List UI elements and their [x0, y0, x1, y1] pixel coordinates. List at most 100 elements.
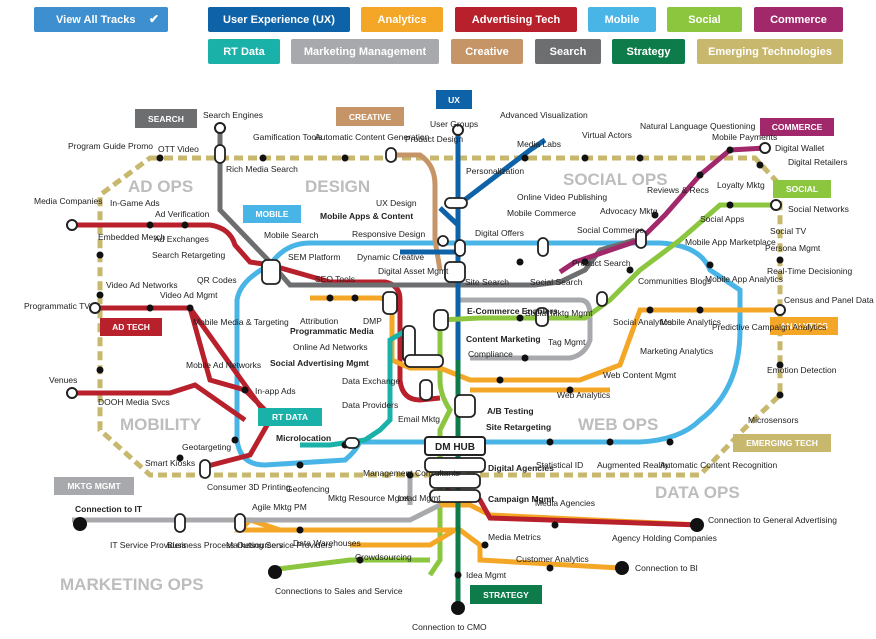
- label-geofencing: Geofencing: [286, 484, 330, 494]
- terminal-social-tv: [770, 199, 782, 211]
- tag-creative: CREATIVE: [349, 112, 392, 122]
- filter-commerce-button[interactable]: Commerce: [754, 7, 843, 32]
- label-geotargeting: Geotargeting: [182, 442, 231, 452]
- filter-mobile-label: Mobile: [604, 13, 640, 26]
- tag-social-box: [773, 180, 831, 198]
- label-digital-retailers: Digital Retailers: [788, 157, 848, 167]
- label-ad-verification: Ad Verification: [155, 209, 210, 219]
- tag-strategy-box: [470, 585, 542, 604]
- terminal-venues: [66, 387, 78, 399]
- label-ab-testing: A/B Testing: [487, 406, 534, 416]
- label-smart-kiosks: Smart Kiosks: [145, 458, 195, 468]
- label-mobile-apps-content: Mobile Apps & Content: [320, 211, 413, 221]
- label-microsensors: Microsensors: [748, 415, 799, 425]
- label-dooh-media-svcs: DOOH Media Svcs: [98, 397, 170, 407]
- label-social-networks: Social Networks: [788, 204, 849, 214]
- filter-advertising-tech-label: Advertising Tech: [471, 13, 561, 26]
- social-line: [427, 202, 775, 577]
- label-email-mktg: Email Mktg: [398, 414, 440, 424]
- label-communities-blogs: Communities Blogs: [638, 276, 711, 286]
- ad-tech-line-branch: [72, 382, 247, 423]
- label-ecommerce-enablers: E-Commerce Enablers: [467, 306, 558, 316]
- view-all-tracks-button[interactable]: View All Tracks ✔: [34, 7, 168, 32]
- filter-ux-button[interactable]: User Experience (UX): [208, 7, 350, 32]
- label-emotion-detection: Emotion Detection: [767, 365, 837, 375]
- zone-ad-ops: AD OPS: [128, 177, 193, 196]
- label-data-warehouses: Data Warehouses: [293, 538, 361, 548]
- tag-emerging-tech: EMERGING TECH: [746, 438, 818, 448]
- filter-creative-button[interactable]: Creative: [451, 39, 523, 64]
- filter-mobile-button[interactable]: Mobile: [588, 7, 656, 32]
- emerging-tech-line: [97, 155, 783, 478]
- filter-strategy-button[interactable]: Strategy: [612, 39, 685, 64]
- dm-hub-box: [424, 436, 486, 456]
- label-personalization: Personalization: [466, 166, 524, 176]
- tag-commerce-box: [760, 118, 834, 136]
- filter-analytics-label: Analytics: [377, 13, 427, 26]
- creative-line: [390, 152, 443, 271]
- analytics-line-lower: [350, 527, 457, 548]
- label-real-time-decisioning: Real-Time Decisioning: [767, 266, 852, 276]
- label-web-analytics: Web Analytics: [557, 390, 610, 400]
- label-social-commerce: Social Commerce: [577, 225, 644, 235]
- filter-advertising-tech-button[interactable]: Advertising Tech: [455, 7, 577, 32]
- label-consumer-3d-printing: Consumer 3D Printing: [207, 482, 291, 492]
- tag-ad-tech: AD TECH: [112, 322, 150, 332]
- label-statistical-id: Statistical ID: [536, 460, 583, 470]
- zone-social-ops: SOCIAL OPS: [563, 170, 668, 189]
- label-connection-general-advertising: Connection to General Advertising: [708, 515, 837, 525]
- label-venues: Venues: [49, 375, 77, 385]
- label-digital-asset-mgmt: Digital Asset Mgmt: [378, 266, 449, 276]
- label-video-ad-mgmt: Video Ad Mgmt: [160, 290, 218, 300]
- label-marketing-service-providers: Marketing Service Providers: [226, 540, 332, 550]
- label-advanced-visualization: Advanced Visualization: [500, 110, 588, 120]
- label-compliance: Compliance: [468, 349, 513, 359]
- station-dots: [96, 146, 784, 579]
- label-programmatic-media: Programmatic Media: [290, 326, 374, 336]
- zone-mobility: MOBILITY: [120, 415, 202, 434]
- label-digital-offers: Digital Offers: [475, 228, 524, 238]
- terminal-programmatic-tv: [89, 302, 101, 314]
- dm-hub-label: DM HUB: [435, 442, 475, 453]
- filter-marketing-management-button[interactable]: Marketing Management: [291, 39, 439, 64]
- label-mobile-analytics: Mobile Analytics: [660, 317, 721, 327]
- label-media-agencies: Media Agencies: [535, 498, 595, 508]
- tag-ux: UX: [448, 95, 460, 105]
- label-online-video-publishing: Online Video Publishing: [517, 192, 607, 202]
- tag-ux-box: [436, 90, 472, 109]
- social-line-lower: [269, 557, 430, 573]
- interchange-markers: [174, 144, 647, 533]
- filter-search-button[interactable]: Search: [535, 39, 601, 64]
- station-labels: Search Engines Program Guide Promo OTT V…: [24, 110, 874, 632]
- filter-search-label: Search: [549, 45, 587, 58]
- terminal-digital-wallet: [759, 142, 771, 154]
- label-search-retargeting: Search Retargeting: [152, 250, 226, 260]
- label-idea-mgmt: Idea Mgmt: [466, 570, 507, 580]
- label-mobile-app-marketplace: Mobile App Marketplace: [685, 237, 776, 247]
- label-automatic-content-generation: Automatic Content Generation: [315, 132, 430, 142]
- search-line: [217, 128, 636, 288]
- filter-emerging-technologies-button[interactable]: Emerging Technologies: [697, 39, 843, 64]
- terminal-user-groups: [452, 124, 464, 136]
- tag-mobile: MOBILE: [255, 209, 288, 219]
- label-in-app-ads: In-app Ads: [255, 386, 296, 396]
- label-social-mktg-mgmt: Social Mktg Mgmt: [525, 308, 593, 318]
- tag-creative-box: [336, 107, 404, 126]
- label-media-metrics: Media Metrics: [488, 532, 541, 542]
- filter-analytics-button[interactable]: Analytics: [361, 7, 443, 32]
- terminal-connection-bi: [615, 561, 629, 575]
- terminal-sales-service: [268, 565, 282, 579]
- label-in-game-ads: In-Game Ads: [110, 198, 160, 208]
- zone-web-ops: WEB OPS: [578, 415, 658, 434]
- label-augmented-reality: Augmented Reality: [597, 460, 670, 470]
- label-data-exchange: Data Exchange: [342, 376, 400, 386]
- filter-social-button[interactable]: Social: [667, 7, 742, 32]
- tag-mktg-mgmt: MKTG MGMT: [67, 481, 121, 491]
- filter-rt-data-button[interactable]: RT Data: [208, 39, 280, 64]
- label-connection-to-bi: Connection to BI: [635, 563, 698, 573]
- filter-ux-label: User Experience (UX): [223, 13, 335, 26]
- label-advocacy-mktg: Advocacy Mktg: [600, 206, 658, 216]
- label-microlocation: Microlocation: [276, 433, 331, 443]
- label-natural-language-questioning: Natural Language Questioning: [640, 121, 756, 131]
